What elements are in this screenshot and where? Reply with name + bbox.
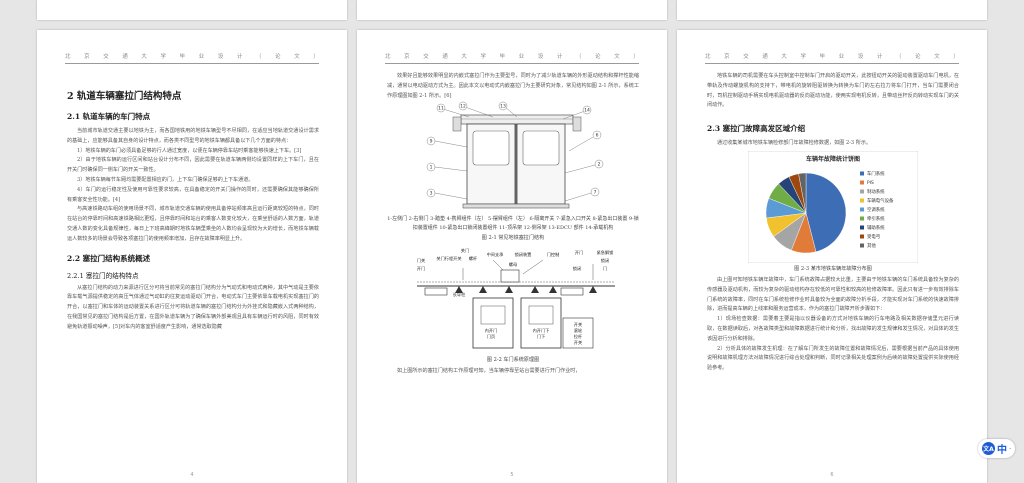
schematic-label: 拉杆 (574, 333, 583, 340)
legend-label: 空调系统 (867, 206, 885, 213)
legend-swatch (860, 243, 864, 248)
paragraph: 如上图所示的塞拉门结构工作原理可知，当车辆停靠至站台需要进行开门作业时， (397, 368, 581, 375)
legend-label: 车门系统 (867, 170, 885, 177)
legend-label: 其他 (867, 242, 876, 249)
schematic-label: 内开门下 (533, 327, 550, 334)
previous-page-left (37, 0, 347, 20)
paragraph: 当前城市轨道交通主要以地铁为主，而各国地铁用的地铁车辆型号不尽相同，在适应当地轨… (67, 128, 319, 144)
callout-label: 14 (584, 108, 590, 114)
pie-slice-8 (798, 172, 807, 214)
schematic-label: 锁闭装置 (515, 251, 532, 258)
paragraph: 通过收集某城市地铁车辆检修部门年故障检修数据，如图 2-3 所示。 (717, 140, 872, 147)
legend-label: 辅助系统 (867, 224, 885, 231)
page-number: 5 (510, 472, 514, 478)
schematic-label: 滚轮 (574, 327, 583, 334)
chapter-title: 2 轨道车辆塞拉门结构特点 (67, 91, 182, 102)
page-header: 北 京 交 通 大 学 毕 业 设 计 （ 论 文 ） (705, 52, 959, 64)
legend-label: 制动系统 (867, 188, 885, 195)
schematic-label: 门下 (537, 333, 545, 340)
translate-widget[interactable]: 文A 中 · (978, 439, 1016, 458)
schematic-label: 关门 (461, 247, 469, 254)
paragraph: 3）地铁车辆每节车厢均需要配置相应的门，上下车门确保足够的上下车通道。 (77, 176, 254, 183)
schematic-label: 门页 (487, 333, 495, 340)
page-body: 效果好且能够效果明显的内嵌式塞拉门作为主要型号，同时为了减少轨道车辆的外形驱动结… (387, 72, 639, 377)
paragraph: 从塞拉门结构的动力来源进行区分可将当前常见的塞拉门结构分为气动式和电动式两种，其… (67, 284, 319, 330)
legend-label: 受电弓 (867, 233, 880, 240)
callout-label: 2 (598, 162, 601, 168)
schematic-label: 长导柱 (453, 291, 466, 298)
paragraph: 与高速铁路动车组的使用场景不同，城市轨道交通车辆的使用具备停站频率高且运行距离较… (67, 206, 319, 242)
page-header: 北 京 交 通 大 学 毕 业 设 计 （ 论 文 ） (65, 52, 319, 64)
callout-label: 9 (430, 139, 433, 145)
legend-swatch (860, 198, 864, 203)
more-icon[interactable]: · (1009, 444, 1012, 453)
translate-icon[interactable]: 文A (982, 442, 995, 455)
schematic-label: 开门 (575, 249, 583, 256)
legend-label: 牵引系统 (867, 215, 885, 222)
callout-label: 1 (430, 165, 433, 171)
legend-swatch (860, 189, 864, 194)
schematic-label: 中间支承 (487, 251, 505, 258)
section-title: 2.1 轨道车辆的车门特点 (67, 112, 151, 121)
chart-title: 车辆年故障统计饼图 (806, 155, 860, 163)
callout-label: 11 (438, 106, 444, 112)
page-number: 6 (830, 472, 834, 478)
document-page-4[interactable]: 北 京 交 通 大 学 毕 业 设 计 （ 论 文 ） 2 轨道车辆塞拉门结构特… (37, 30, 347, 483)
section-title: 2.3 塞拉门故障高发区域介绍 (707, 124, 806, 134)
schematic-label: 内开门 (485, 327, 498, 334)
callout-label: 12 (460, 104, 466, 110)
document-page-5[interactable]: 北 京 交 通 大 学 毕 业 设 计 （ 论 文 ） 效果好且能够效果明显的内… (357, 30, 667, 483)
paragraph: 效果好且能够效果明显的内嵌式塞拉门作为主要型号，同时为了减少轨道车辆的外形驱动结… (387, 73, 639, 99)
callout-label: 13 (500, 104, 506, 110)
fault-pie-chart: 车辆年故障统计饼图 车门系统 PIS 制动系统车辆电气设备空调系统牵引系统辅助系统受… (748, 150, 918, 263)
schematic-label: 开关 (574, 339, 582, 346)
schematic-label: 开门 (417, 265, 425, 272)
schematic-label: 门 (603, 265, 607, 272)
translate-language[interactable]: 中 (997, 445, 1007, 456)
callout-label: 6 (596, 133, 599, 139)
legend-swatch (860, 207, 864, 212)
figure-caption: 图 2-2 车门系统原理图 (486, 357, 540, 364)
figure-caption: 图 2-1 常见地铁塞拉门结构 (481, 235, 545, 242)
previous-page-middle (357, 0, 667, 20)
paragraph: 2）由于地铁车辆的运行区间和站台设计分布不同，因此需要在轨道车辆两侧均设置同样的… (67, 157, 319, 174)
paragraph: 2）分析具体的故障发生机理：在了解车门所发生的故障位置和故障情况后，需要根据当前… (707, 345, 959, 372)
legend-swatch (860, 234, 864, 239)
schematic-label: 门关 (417, 257, 425, 264)
callout-label: 3 (430, 191, 433, 197)
schematic-label: 锁闭 (601, 257, 609, 264)
paragraph: 1）地铁车辆的车门必须具备足够的行人通过宽度，以便在车辆停靠车站时乘客能够快速上… (77, 147, 302, 154)
schematic-label: 开关 (574, 321, 582, 328)
legend-swatch (860, 171, 864, 176)
page-body: 2 轨道车辆塞拉门结构特点 2.1 轨道车辆的车门特点 当前城市轨道交通主要以地… (67, 72, 319, 333)
page-header: 北 京 交 通 大 学 毕 业 设 计 （ 论 文 ） (385, 52, 639, 64)
paragraph: 地铁车辆的司机需要在车头控制室中控制车门开启的驱动开关，此按钮动开关的驱动装置驱… (707, 73, 959, 109)
schematic-label: 螺母 (509, 261, 517, 268)
section-title: 2.2 塞拉门结构系统概述 (67, 253, 151, 263)
figure-legend: 1-左侧门 2-右侧门 3-踏垫 4-携臂组件（左） 5-摆臂组件（左） 6-隔… (387, 216, 639, 231)
schematic-label: 紧急解锁 (597, 249, 615, 256)
schematic-label: 锁闭 (573, 265, 581, 272)
legend-label: PIS (867, 180, 874, 186)
page-body: 地铁车辆的司机需要在车头控制室中控制车门开启的驱动开关，此按钮动开关的驱动装置驱… (707, 72, 959, 374)
schematic-label: 螺杆 (469, 255, 478, 262)
door-system-schematic: 关门 门关 关门行程开关 螺杆 中间支承 锁闭装置 门控制 开门 紧急解锁 螺母… (417, 247, 615, 349)
schematic-label: 关门行程开关 (436, 255, 461, 262)
paragraph: 4）车门的运行稳定性及使用可靠性要求较高，在具备稳定的开关门操作的同时，还需要确… (67, 186, 319, 203)
legend-swatch (860, 216, 864, 221)
legend-swatch (860, 180, 864, 185)
paragraph: 由上图可知地铁车辆年故障中，车门系统故障占据较大比重，主要由于地铁车辆的车门系统… (707, 276, 959, 313)
callout-label: 7 (594, 190, 597, 196)
paragraph: 1）现场检查数据：需要着主要是指以仪器设备的方式对地铁车辆的行车电路及相关数据存… (707, 316, 959, 342)
legend-swatch (860, 225, 864, 230)
figure-caption: 图 2-3 某市地铁车辆年故障分布图 (794, 265, 872, 272)
document-page-6[interactable]: 北 京 交 通 大 学 毕 业 设 计 （ 论 文 ） 地铁车辆的司机需要在车头… (677, 30, 987, 483)
subsection-title: 2.2.1 塞拉门的结构特点 (67, 271, 139, 280)
door-structure-figure: 11 12 13 14 6 2 7 9 1 3 (426, 102, 604, 209)
legend-label: 车辆电气设备 (867, 197, 894, 204)
pie-slice-0 (805, 172, 847, 252)
schematic-label: 门控制 (547, 251, 560, 258)
previous-page-right (677, 0, 987, 20)
page-number: 4 (190, 472, 194, 478)
